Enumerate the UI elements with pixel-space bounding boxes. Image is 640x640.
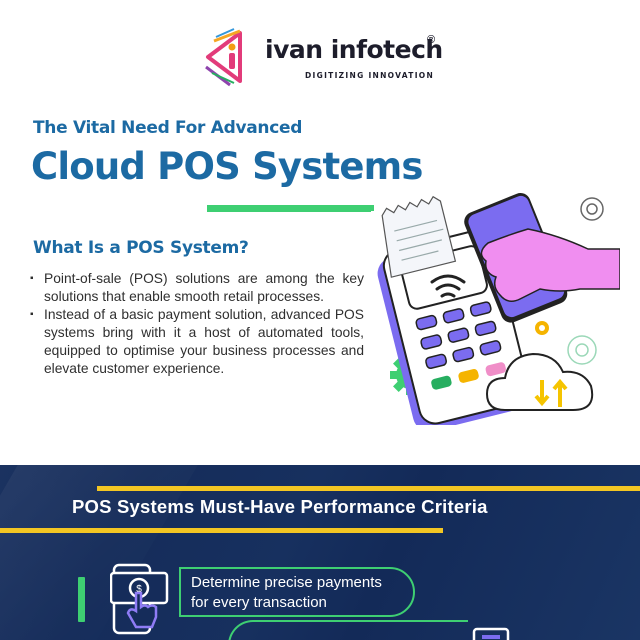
hero-subtitle: The Vital Need For Advanced (33, 118, 303, 138)
register-icon (472, 627, 510, 640)
logo-mark-icon (205, 28, 242, 87)
criteria-section: POS Systems Must-Have Performance Criter… (0, 465, 640, 640)
payment-touch-icon: $ (110, 563, 169, 635)
hero-title: Cloud POS Systems (31, 145, 423, 188)
criteria-marker (78, 577, 85, 622)
heading-rule-top (97, 486, 640, 491)
criteria-item: Determine precise payments for every tra… (179, 567, 415, 617)
receipt-icon (381, 195, 457, 278)
bullet-item: Instead of a basic payment solution, adv… (30, 306, 364, 378)
criteria-text-line: for every transaction (191, 594, 327, 611)
gear-icon (580, 197, 604, 221)
heading-rule-bottom (0, 528, 443, 533)
gear-icon (535, 321, 549, 335)
gear-icon (567, 335, 597, 365)
bullet-item: Point-of-sale (POS) solutions are among … (30, 270, 364, 306)
logo-wordmark: ivan infotech (265, 35, 443, 64)
svg-text:$: $ (136, 584, 142, 595)
pos-illustration (370, 193, 620, 425)
registered-mark: ® (427, 34, 436, 46)
criteria-heading: POS Systems Must-Have Performance Criter… (72, 496, 488, 517)
cloud-sync-icon (485, 352, 594, 411)
criteria-text-line: Determine precise payments (191, 574, 382, 591)
hand-icon (480, 228, 620, 302)
criteria-item (228, 620, 468, 640)
brand-logo: ivan infotech ® DIGITIZING INNOVATION (200, 27, 445, 87)
title-underline (207, 205, 371, 212)
contactless-icon (430, 274, 466, 298)
logo-tagline: DIGITIZING INNOVATION (305, 71, 435, 80)
section-heading-what-is: What Is a POS System? (33, 238, 249, 258)
what-is-bullet-list: Point-of-sale (POS) solutions are among … (30, 270, 364, 378)
